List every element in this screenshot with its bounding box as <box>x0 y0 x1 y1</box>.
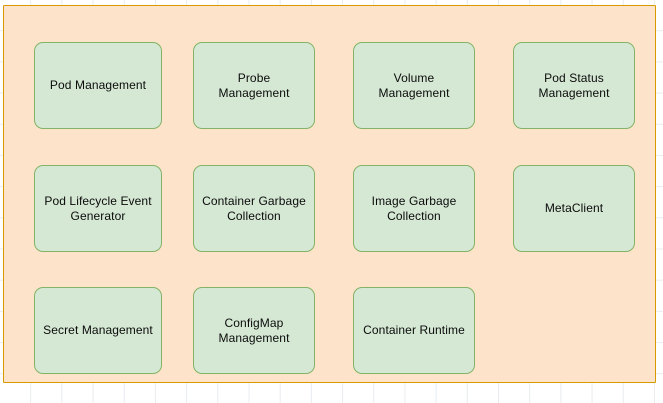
node-label: Volume Management <box>378 70 450 100</box>
node-label: Pod Status Management <box>538 70 610 100</box>
node-pod-lifecycle-event-generator[interactable]: Pod Lifecycle Event Generator <box>34 165 162 252</box>
node-label: Pod Management <box>49 78 147 92</box>
node-secret-management[interactable]: Secret Management <box>34 287 162 374</box>
node-pod-management[interactable]: Pod Management <box>34 42 162 129</box>
node-label: MetaClient <box>544 201 604 215</box>
node-container-garbage-collection[interactable]: Container Garbage Collection <box>193 165 315 252</box>
node-configmap-management[interactable]: ConfigMap Management <box>193 287 315 374</box>
node-label: Container Garbage Collection <box>202 193 306 223</box>
node-image-garbage-collection[interactable]: Image Garbage Collection <box>353 165 475 252</box>
node-label: Pod Lifecycle Event Generator <box>44 193 152 223</box>
node-metaclient[interactable]: MetaClient <box>513 165 635 252</box>
node-container-runtime[interactable]: Container Runtime <box>353 287 475 374</box>
node-volume-management[interactable]: Volume Management <box>353 42 475 129</box>
node-label: ConfigMap Management <box>218 315 290 345</box>
node-probe-management[interactable]: Probe Management <box>193 42 315 129</box>
node-label: Image Garbage Collection <box>371 193 457 223</box>
node-label: Probe Management <box>218 70 290 100</box>
node-pod-status-management[interactable]: Pod Status Management <box>513 42 635 129</box>
node-label: Secret Management <box>43 323 153 337</box>
node-label: Container Runtime <box>363 323 465 337</box>
group-container[interactable]: Pod Management Probe Management Volume Man… <box>3 5 656 383</box>
